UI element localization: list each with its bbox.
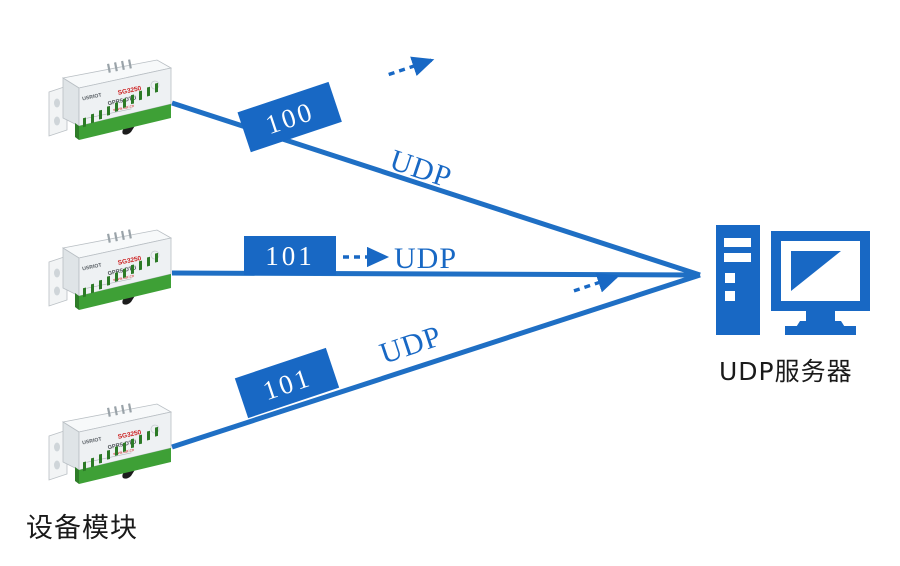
mounting-bracket xyxy=(48,429,68,481)
svg-text:USRIOT: USRIOT xyxy=(82,436,103,446)
svg-text:SG3250: SG3250 xyxy=(117,429,142,441)
computer-tower-icon xyxy=(716,225,760,335)
mounting-bracket xyxy=(48,255,68,307)
monitor-icon xyxy=(771,231,870,335)
svg-text:GPRS DTU: GPRS DTU xyxy=(107,265,137,277)
indicator-pins xyxy=(106,59,132,73)
device-module-graphic: USRIOT SG3250 GPRS DTU www.usr.cn xyxy=(48,403,173,484)
packet-box-2[interactable]: 101 xyxy=(244,236,336,275)
packet-box-3[interactable]: 101 xyxy=(234,347,340,419)
device-group-label: 设备模块 xyxy=(26,513,138,544)
device-module-2[interactable]: USRIOT SG3250 GPRS DTU www.usr.cn xyxy=(45,218,195,323)
mounting-bracket xyxy=(48,85,68,137)
svg-text:GPRS DTU: GPRS DTU xyxy=(107,95,137,107)
terminal-block xyxy=(75,82,171,140)
svg-text:USRIOT: USRIOT xyxy=(82,262,103,272)
packet-value-2: 101 xyxy=(265,241,315,271)
protocol-label-2: UDP xyxy=(394,242,457,275)
protocol-arrow-3 xyxy=(573,273,620,293)
svg-text:GPRS DTU: GPRS DTU xyxy=(107,439,137,451)
svg-text:USRIOT: USRIOT xyxy=(82,92,103,102)
indicator-pins xyxy=(106,403,132,417)
packet-box-1[interactable]: 100 xyxy=(237,81,342,153)
terminal-block xyxy=(75,252,171,310)
desktop-computer-icon[interactable] xyxy=(716,225,870,335)
connection-line-3 xyxy=(171,272,701,450)
device-module-3[interactable]: USRIOT SG3250 GPRS DTU www.usr.cn xyxy=(45,392,195,497)
device-module-graphic: USRIOT SG3250 GPRS DTU www.usr.cn xyxy=(48,59,173,140)
svg-text:SG3250: SG3250 xyxy=(117,255,142,267)
indicator-pins xyxy=(106,229,132,243)
protocol-arrow-1 xyxy=(388,56,435,77)
link-3 xyxy=(171,272,701,450)
device-module-graphic: USRIOT SG3250 GPRS DTU www.usr.cn xyxy=(48,229,173,310)
device-module-1[interactable]: USRIOT SG3250 GPRS DTU www.usr.cn xyxy=(45,48,195,153)
terminal-block xyxy=(75,426,171,484)
svg-text:SG3250: SG3250 xyxy=(117,85,142,97)
server-label: UDP服务器 xyxy=(719,357,853,386)
